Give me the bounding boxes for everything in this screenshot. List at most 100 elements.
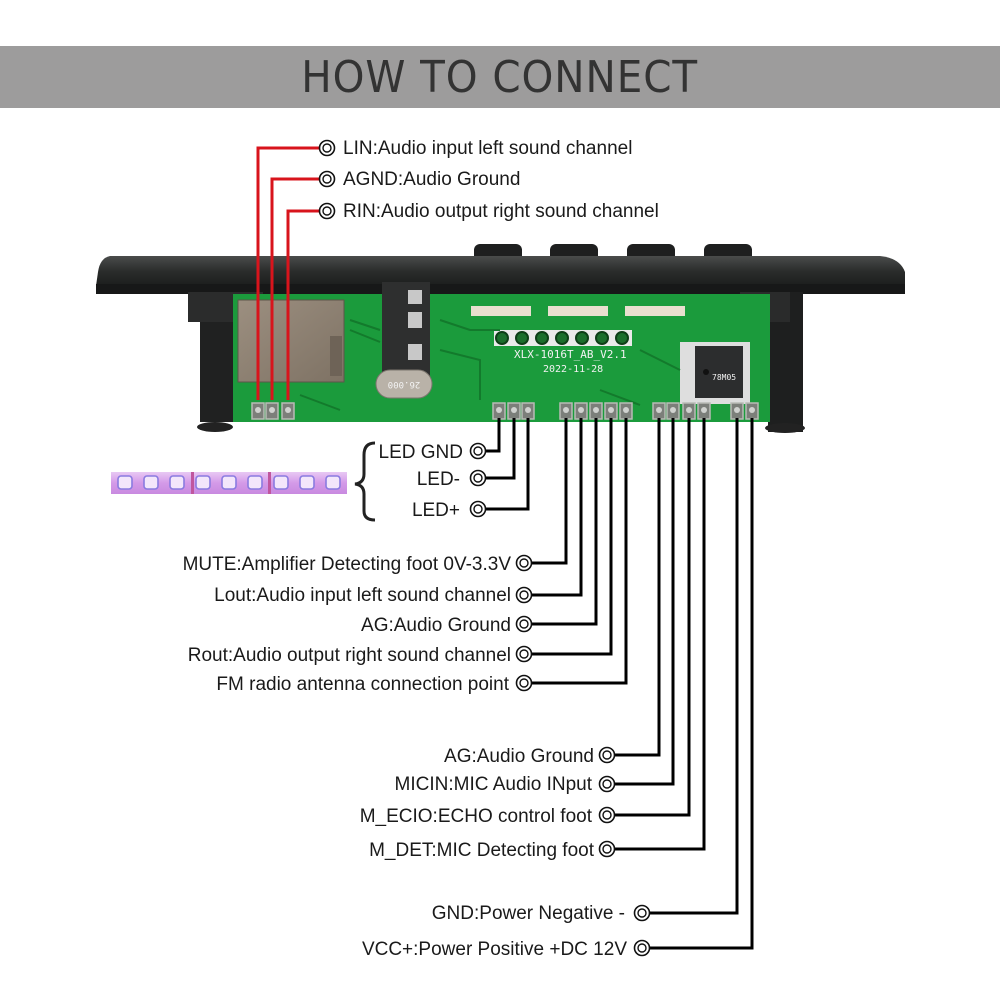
label-ag-mic: AG:Audio Ground	[444, 746, 594, 767]
label-lin: LIN:Audio input left sound channel	[343, 138, 632, 159]
pin-header-holes	[495, 331, 629, 345]
strip-cut-mark	[191, 472, 194, 494]
terminal-12	[633, 904, 651, 922]
terminal-0-inner	[473, 446, 483, 456]
page-title: HOW TO CONNECT	[301, 51, 699, 103]
led-chip	[169, 475, 185, 490]
terminal-2-inner	[473, 504, 483, 514]
black-wire	[614, 418, 675, 786]
black-wire	[614, 418, 691, 817]
solder-pad-center	[496, 407, 502, 413]
terminal-7	[515, 674, 533, 692]
terminal-9	[598, 775, 616, 793]
mp3-module-board: 26.000 XLX-1016T_AB_V2.1 2022-11-28 78M0…	[96, 244, 905, 433]
terminal-5	[515, 615, 533, 633]
terminal-top-1	[318, 170, 336, 188]
label-m-ecio: M_ECIO:ECHO control foot	[360, 806, 593, 827]
black-wire	[531, 418, 583, 597]
terminal-6	[515, 645, 533, 663]
title-banner: HOW TO CONNECT	[0, 46, 1000, 108]
solder-pads	[251, 402, 759, 420]
terminal-13	[633, 939, 651, 957]
black-wire	[485, 418, 516, 480]
terminal-2	[469, 500, 487, 518]
label-led-gnd: LED GND	[379, 442, 463, 463]
terminal-top-0-inner	[322, 143, 332, 153]
terminal-10	[598, 806, 616, 824]
terminals	[318, 139, 651, 957]
terminal-10-inner	[602, 810, 612, 820]
terminal-12-inner	[637, 908, 647, 918]
led-chip	[299, 475, 315, 490]
led-chip	[195, 475, 211, 490]
terminal-4-inner	[519, 590, 529, 600]
terminal-6-inner	[519, 649, 529, 659]
solder-pad-center	[285, 407, 291, 413]
black-wire	[649, 418, 739, 915]
red-wire	[270, 177, 320, 400]
black-wire	[531, 418, 598, 626]
sd-card-slot	[237, 299, 345, 383]
label-gnd-power: GND:Power Negative -	[432, 903, 625, 924]
terminal-top-1-inner	[322, 174, 332, 184]
label-led-plus: LED+	[412, 500, 460, 521]
led-strip	[111, 472, 347, 494]
solder-pad-center	[525, 407, 531, 413]
terminal-1	[469, 469, 487, 487]
solder-pad-center	[749, 407, 755, 413]
red-wire	[256, 146, 320, 400]
black-wire	[485, 418, 530, 511]
header-connector	[548, 306, 608, 316]
board-date: 2022-11-28	[543, 364, 603, 375]
pcb-traces	[299, 319, 681, 411]
black-wire	[614, 418, 661, 757]
solder-pad-center	[608, 407, 614, 413]
terminal-11	[598, 840, 616, 858]
solder-pad-center	[670, 407, 676, 413]
black-wire	[531, 418, 628, 685]
terminal-4	[515, 586, 533, 604]
solder-pad-center	[255, 407, 261, 413]
label-agnd: AGND:Audio Ground	[343, 169, 520, 190]
terminal-top-2-inner	[322, 206, 332, 216]
header-connector	[471, 306, 531, 316]
black-wire	[485, 418, 501, 453]
crystal-label: 26.000	[388, 379, 421, 389]
led-chip	[143, 475, 159, 490]
solder-pad-center	[563, 407, 569, 413]
led-chip	[117, 475, 133, 490]
solder-pad-center	[511, 407, 517, 413]
led-chip	[247, 475, 263, 490]
audio-jack	[382, 282, 430, 378]
black-wire	[614, 418, 706, 851]
label-ag-audio: AG:Audio Ground	[361, 615, 511, 636]
solder-pad-center	[686, 407, 692, 413]
terminal-5-inner	[519, 619, 529, 629]
solder-pad-center	[269, 407, 275, 413]
label-mute: MUTE:Amplifier Detecting foot 0V-3.3V	[183, 554, 512, 575]
strip-cut-mark	[268, 472, 271, 494]
led-chip	[221, 475, 237, 490]
label-lout: Lout:Audio input left sound channel	[214, 585, 511, 606]
led-chip	[273, 475, 289, 490]
voltage-regulator	[695, 346, 743, 398]
solder-pad-center	[734, 407, 740, 413]
terminal-3-inner	[519, 558, 529, 568]
black-wire	[531, 418, 568, 565]
solder-pad-center	[701, 407, 707, 413]
black-wire	[649, 418, 754, 950]
label-rout: Rout:Audio output right sound channel	[188, 645, 511, 666]
led-chip	[325, 475, 341, 490]
brace-icon	[354, 441, 376, 522]
terminal-top-2	[318, 202, 336, 220]
black-wire	[531, 418, 613, 656]
regulator-label: 78M05	[712, 373, 736, 382]
terminal-3	[515, 554, 533, 572]
solder-pad-center	[623, 407, 629, 413]
board-model: XLX-1016T_AB_V2.1	[514, 348, 627, 361]
terminal-top-0	[318, 139, 336, 157]
terminal-13-inner	[637, 943, 647, 953]
header-connector	[625, 306, 685, 316]
red-wire	[286, 209, 320, 400]
